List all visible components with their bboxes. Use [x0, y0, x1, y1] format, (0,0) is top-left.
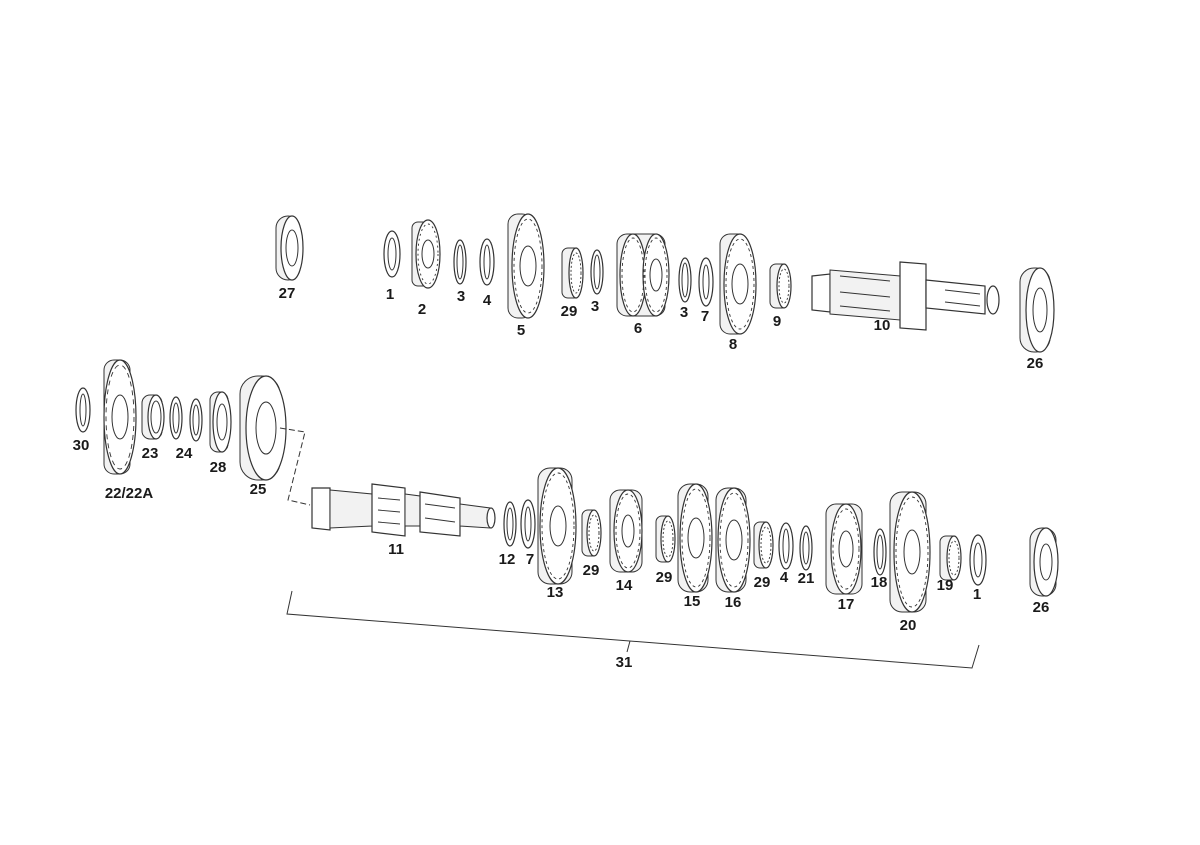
label-25: 25: [250, 481, 267, 498]
label-12: 12: [499, 551, 516, 568]
needle-bearing-29-lower-a: [581, 509, 602, 557]
washer-1-lower: [969, 534, 987, 586]
washer-21: [799, 525, 813, 571]
circlip-3a: [453, 239, 467, 285]
washer-7-upper: [698, 257, 714, 307]
label-3-b: 3: [591, 298, 599, 315]
washer-4-lower: [778, 522, 794, 570]
needle-bearing-29-lower-c: [753, 521, 774, 569]
label-23: 23: [142, 445, 159, 462]
needle-bearing-29-lower-b: [655, 515, 676, 563]
label-29-lower-a: 29: [583, 562, 600, 579]
label-28: 28: [210, 459, 227, 476]
label-29-lower-c: 29: [754, 574, 771, 591]
label-30: 30: [73, 437, 90, 454]
label-15: 15: [684, 593, 701, 610]
label-3-c: 3: [680, 304, 688, 321]
label-4-upper: 4: [483, 292, 492, 309]
label-21: 21: [798, 570, 815, 587]
seal-24: [169, 396, 203, 442]
circlip-30: [75, 387, 91, 433]
label-10: 10: [874, 317, 891, 334]
label-6: 6: [634, 320, 642, 337]
gear-13: [537, 467, 577, 585]
label-8: 8: [729, 336, 737, 353]
label-31: 31: [616, 654, 633, 671]
gear-5: [507, 213, 545, 319]
washer-1-upper: [383, 230, 401, 278]
bearing-26-upper: [1019, 267, 1055, 353]
gear-17: [825, 503, 863, 595]
circlip-3b: [590, 249, 604, 295]
washer-7-lower: [520, 499, 536, 549]
label-19: 19: [937, 577, 954, 594]
gear-20: [889, 491, 931, 613]
assembly-bracket-31: [286, 590, 980, 669]
shaft-10: [811, 261, 1000, 331]
circlip-3c: [678, 257, 692, 303]
needle-bearing-19: [939, 535, 962, 581]
gear-14: [609, 489, 643, 573]
bearing-25: [239, 375, 311, 506]
bearing-26-lower: [1029, 527, 1059, 597]
label-3-a: 3: [457, 288, 465, 305]
label-26-lower: 26: [1033, 599, 1050, 616]
washer-18: [873, 528, 887, 576]
label-29-upper: 29: [561, 303, 578, 320]
gear-8: [719, 233, 757, 335]
label-14: 14: [616, 577, 633, 594]
label-7-upper: 7: [701, 308, 709, 325]
label-9: 9: [773, 313, 781, 330]
callout-labels: 27 1 2 3 4 5 29 3 6 3 7 8 9 10 26 30 22/…: [73, 285, 1050, 671]
label-4-lower: 4: [780, 569, 789, 586]
label-1-upper: 1: [386, 286, 394, 303]
oil-seal-28: [209, 391, 232, 453]
gear-6: [616, 233, 670, 317]
gear-16: [715, 487, 751, 593]
gear-2: [411, 219, 441, 289]
label-2: 2: [418, 301, 426, 318]
label-18: 18: [871, 574, 888, 591]
label-17: 17: [838, 596, 855, 613]
label-5: 5: [517, 322, 525, 339]
needle-bearing-9: [769, 263, 792, 309]
label-13: 13: [547, 584, 564, 601]
shaft-11: [311, 483, 496, 537]
sprocket-22: [103, 359, 137, 475]
label-1-lower: 1: [973, 586, 981, 603]
washer-4-upper: [479, 238, 495, 286]
label-16: 16: [725, 594, 742, 611]
label-29-lower-b: 29: [656, 569, 673, 586]
bearing-27: [275, 215, 304, 281]
label-7-lower: 7: [526, 551, 534, 568]
label-20: 20: [900, 617, 917, 634]
needle-bearing-29-upper: [561, 247, 584, 299]
label-22-22a: 22/22A: [105, 485, 154, 502]
spacer-23: [141, 394, 165, 440]
label-24: 24: [176, 445, 193, 462]
washer-12: [503, 501, 517, 547]
gear-15: [677, 483, 713, 593]
label-11: 11: [388, 541, 404, 558]
label-27: 27: [279, 285, 296, 302]
label-26-upper: 26: [1027, 355, 1044, 372]
